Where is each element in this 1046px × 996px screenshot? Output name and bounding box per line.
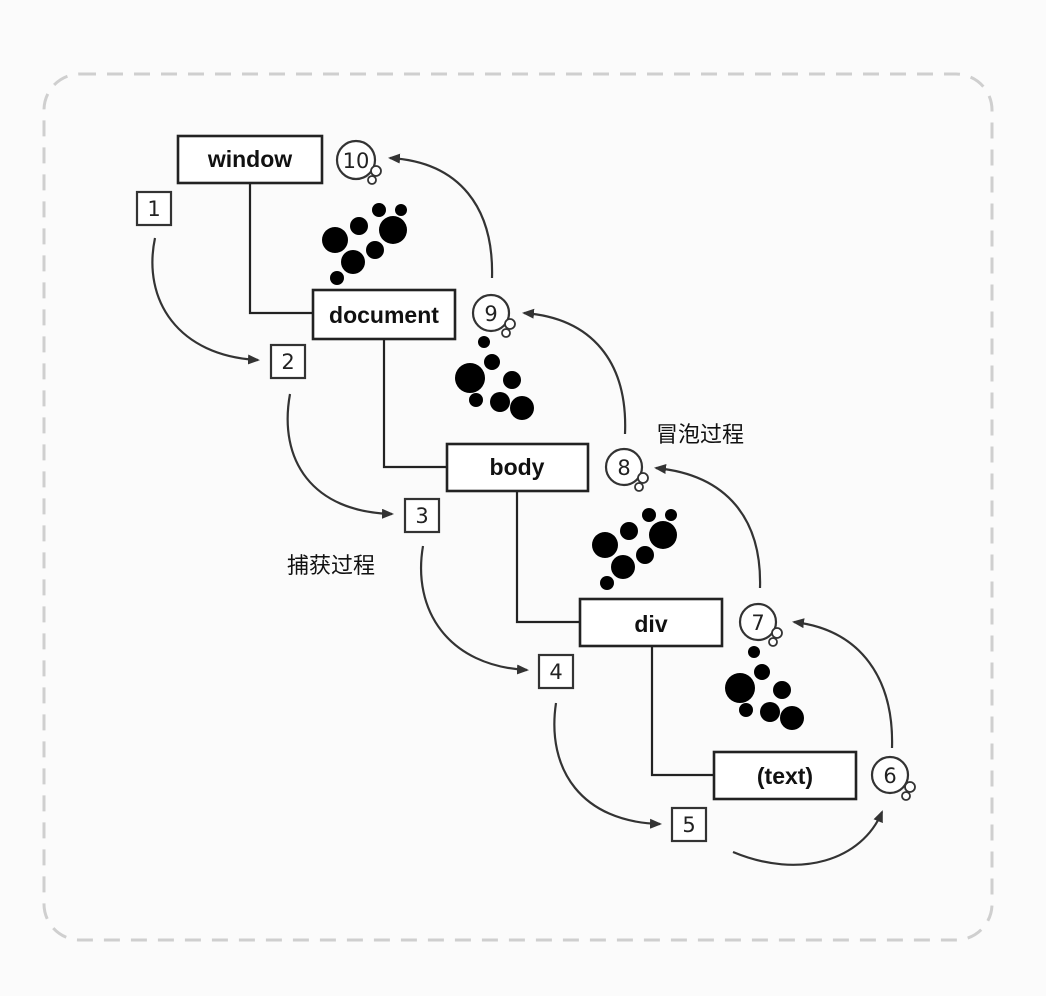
capture-step-3: 3 (403, 497, 441, 534)
molecule-icon (725, 646, 804, 730)
node-text: (text) (712, 750, 858, 801)
capture-phase-label: 捕获过程 (287, 554, 375, 579)
node-body-label: body (490, 454, 545, 480)
molecule-icon (322, 203, 407, 285)
capture-arrow-1-2 (151, 237, 260, 365)
bubble-step-7: 7 (738, 602, 783, 647)
connector-div-text (650, 647, 714, 777)
capture-step-2-label: 2 (281, 350, 294, 374)
node-div-label: div (634, 611, 667, 637)
capture-step-2: 2 (269, 343, 307, 380)
node-text-label: (text) (757, 763, 813, 789)
bubble-step-10: 10 (335, 139, 382, 185)
capture-arrow-2-3 (286, 393, 394, 519)
capture-step-4-label: 4 (549, 660, 562, 684)
bubble-step-7-label: 7 (751, 611, 764, 635)
capture-step-1: 1 (135, 190, 173, 227)
node-window-label: window (207, 146, 292, 172)
capture-step-3-label: 3 (415, 504, 428, 528)
bubble-step-8: 8 (604, 447, 649, 492)
bubble-step-6: 6 (870, 755, 916, 801)
node-div: div (578, 597, 724, 648)
bubble-phase-label: 冒泡过程 (656, 423, 744, 448)
bubble-step-9: 9 (471, 293, 516, 338)
connector-window-document (248, 184, 314, 315)
connector-document-body (382, 340, 447, 469)
capture-step-5: 5 (670, 806, 708, 843)
bubble-arrow-9-10 (388, 153, 494, 279)
bubble-arrow-7-8 (654, 463, 762, 589)
node-document-label: document (329, 302, 439, 328)
capture-step-5-label: 5 (682, 813, 695, 837)
bubble-arrow-6-7 (792, 618, 894, 749)
bubble-step-8-label: 8 (617, 456, 630, 480)
node-body: body (445, 442, 590, 493)
molecule-icon (455, 336, 534, 420)
molecule-icon (592, 508, 677, 590)
connector-body-div (515, 492, 580, 624)
bubble-step-10-label: 10 (343, 149, 370, 173)
bubble-step-6-label: 6 (883, 764, 896, 788)
bubble-step-9-label: 9 (484, 302, 497, 326)
capture-step-1-label: 1 (147, 197, 160, 221)
bubble-arrow-5-6 (732, 810, 884, 866)
node-window: window (176, 134, 324, 185)
dashed-frame (42, 72, 994, 942)
bubble-arrow-8-9 (522, 308, 627, 435)
capture-arrow-4-5 (553, 702, 662, 829)
capture-step-4: 4 (537, 653, 575, 690)
capture-arrow-3-4 (419, 545, 529, 675)
node-document: document (311, 288, 457, 341)
